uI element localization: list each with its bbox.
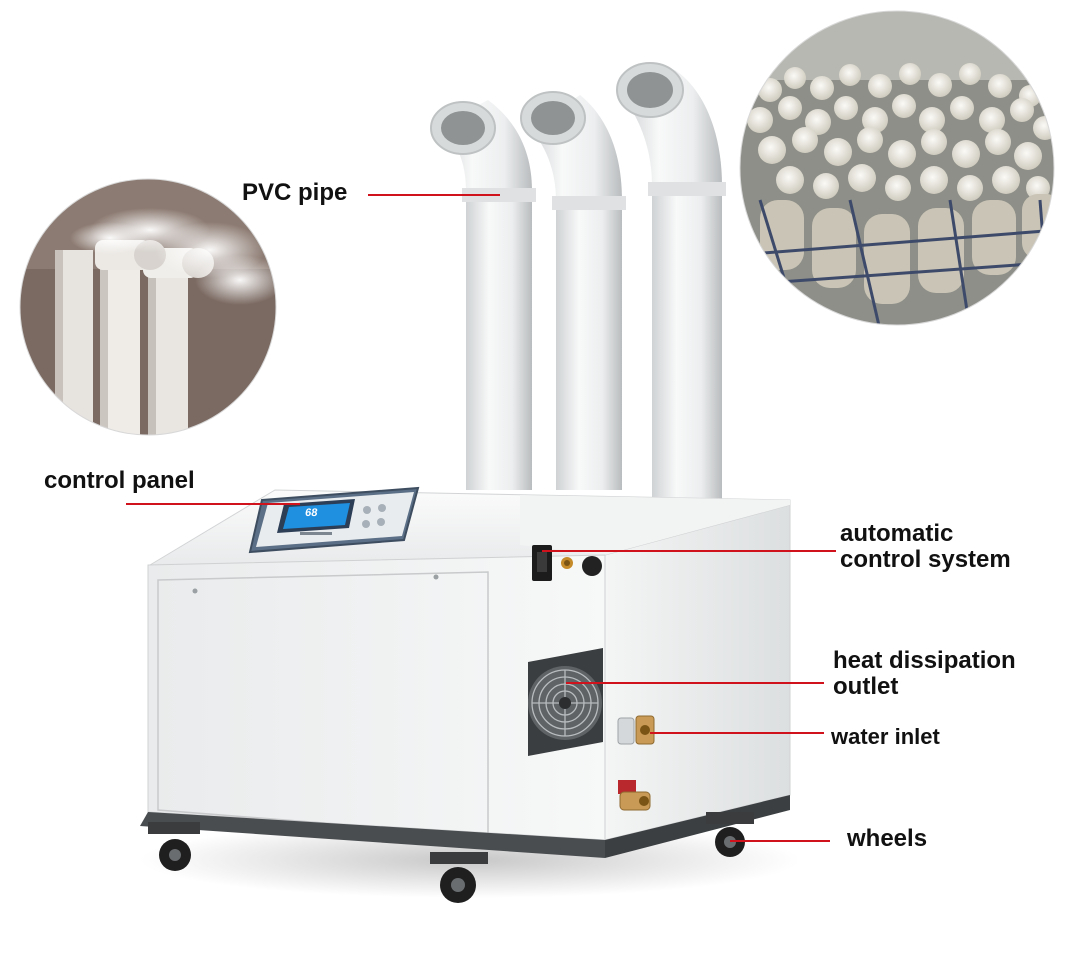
water-fittings	[617, 715, 655, 811]
pvc-pipes	[430, 62, 726, 505]
humidifier-cabinet	[140, 489, 791, 858]
caster-wheels	[148, 812, 754, 903]
label-control-panel: control panel	[44, 467, 195, 494]
cooling-fan	[528, 648, 603, 756]
leader-lines	[126, 194, 836, 842]
label-wheels: wheels	[847, 825, 928, 852]
label-heat-line1: heat dissipation	[833, 647, 1016, 674]
switch-and-fittings	[532, 545, 602, 581]
label-pvc-pipe: PVC pipe	[242, 179, 348, 206]
panel-display-readout: 68	[304, 507, 319, 519]
label-automatic-line1: automatic	[840, 520, 954, 547]
label-automatic-control-system: automatic control system	[840, 521, 1011, 573]
label-automatic-line2: control system	[840, 545, 1011, 573]
label-heat-line2: outlet	[833, 672, 899, 700]
label-water-inlet: water inlet	[831, 724, 940, 749]
label-heat-dissipation-outlet: heat dissipation outlet	[833, 648, 1016, 700]
mushroom-cultivation-photo	[740, 11, 1054, 325]
pipes-mist-photo	[20, 179, 276, 435]
